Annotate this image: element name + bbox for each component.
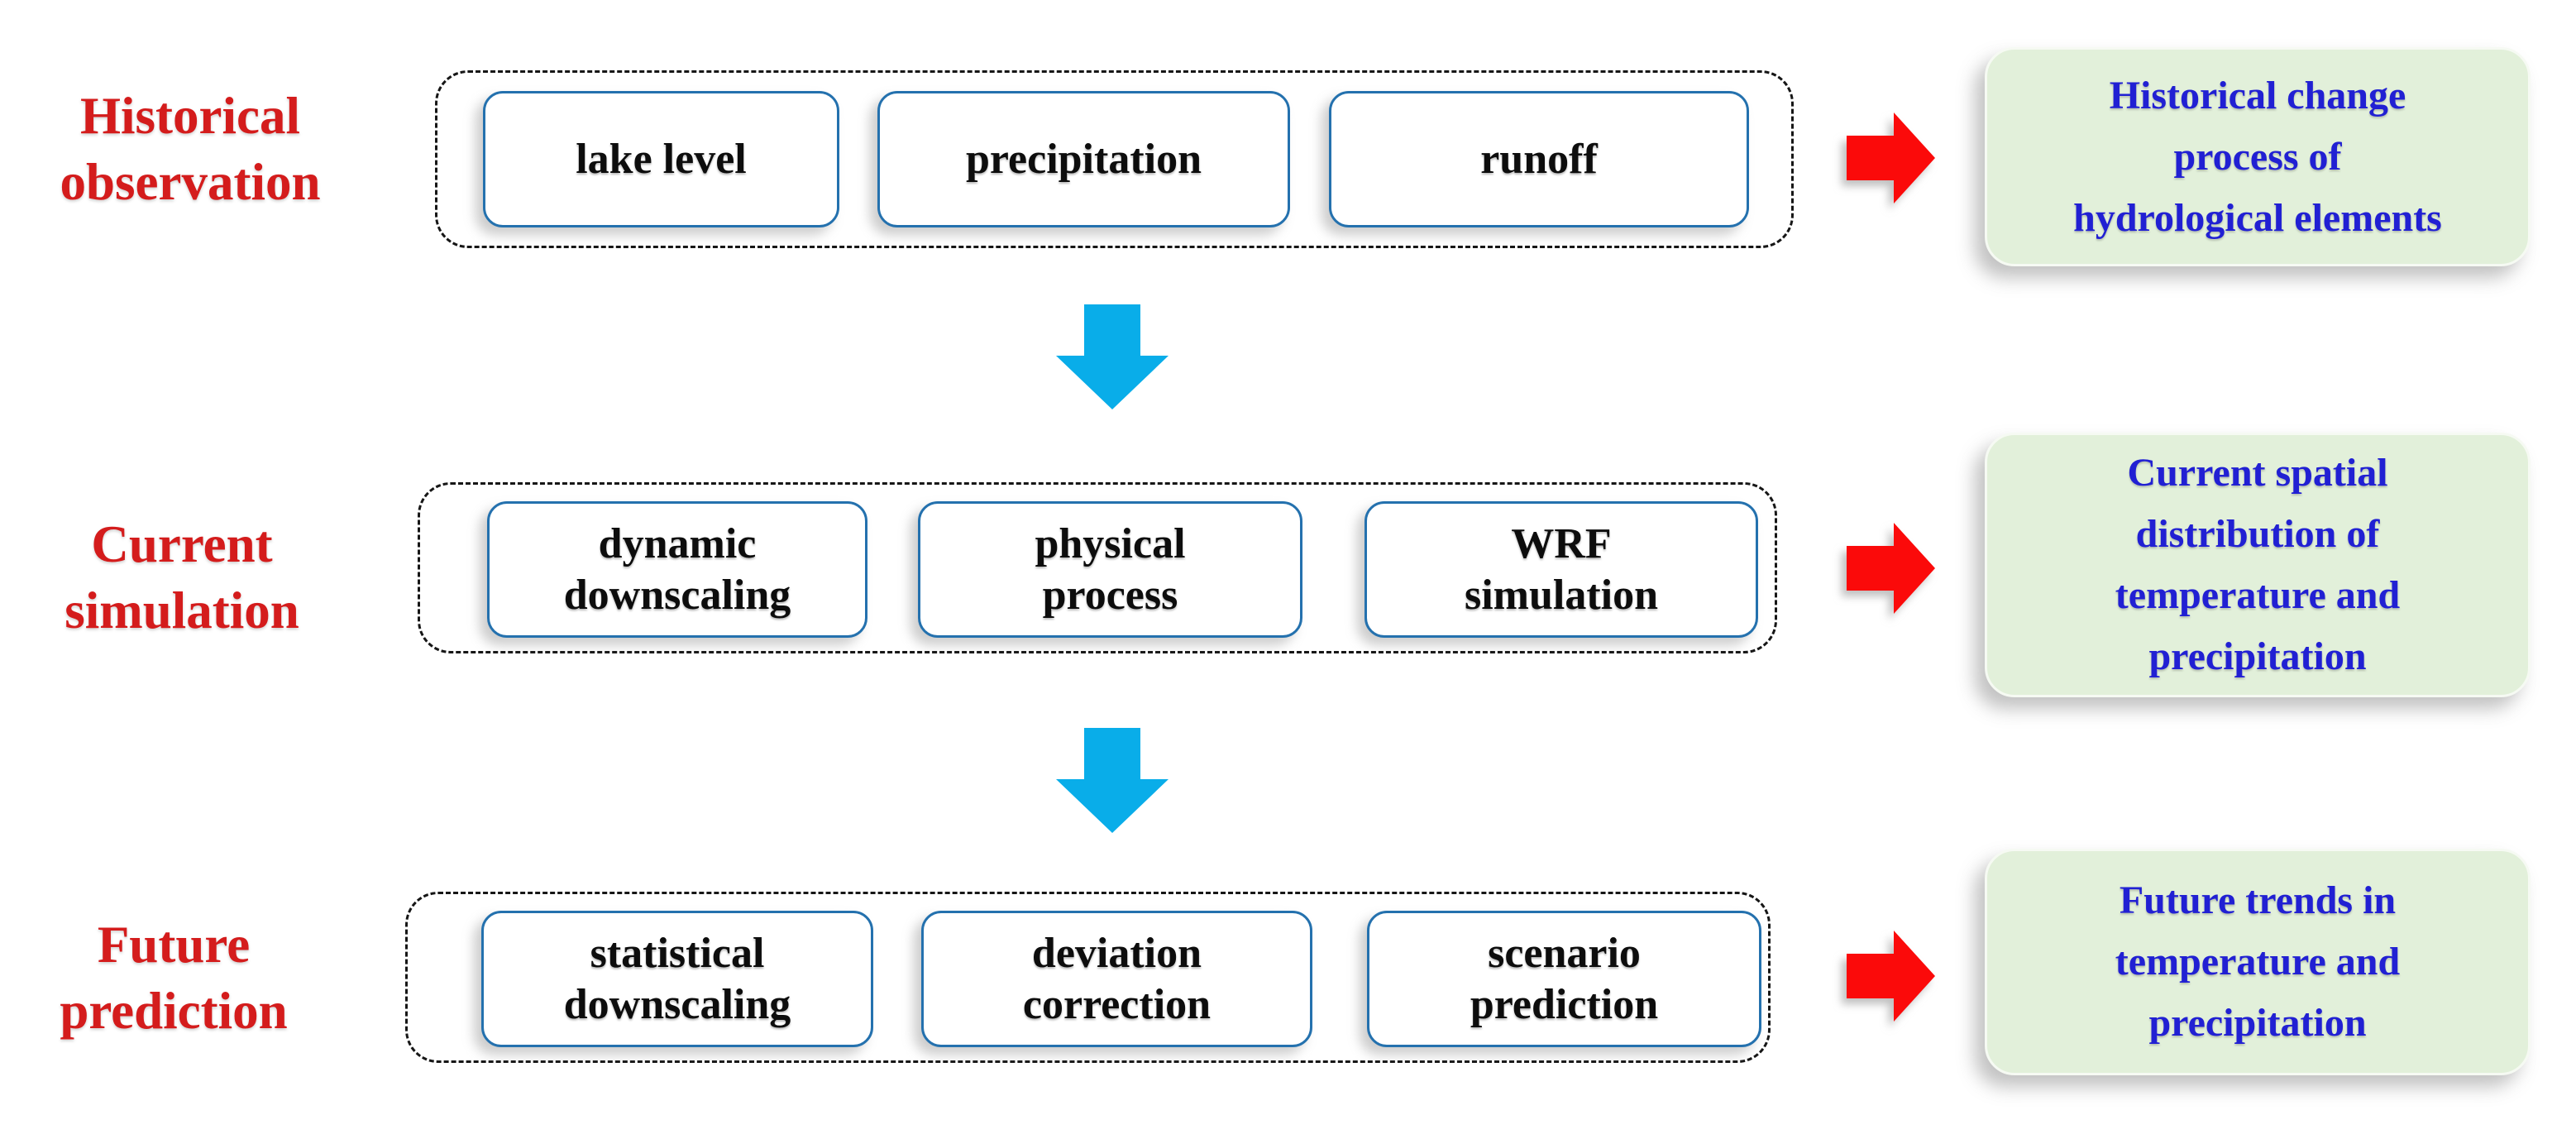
outcome-line: hydrological elements xyxy=(2073,195,2442,240)
item-label: downscaling xyxy=(563,980,791,1028)
outcome-box-historical: Historical change process of hydrological … xyxy=(1985,47,2531,266)
blue-down-arrow-icon xyxy=(1056,304,1169,409)
outcome-line: temperature and xyxy=(2115,573,2401,617)
outcome-line: distribution of xyxy=(2135,512,2380,556)
row-label-current-simulation: Current simulation xyxy=(0,511,364,644)
outcome-line: process of xyxy=(2173,134,2342,179)
item-label: WRF xyxy=(1511,519,1612,567)
item-box-precipitation: precipitation xyxy=(877,91,1290,227)
row-label-line: Historical xyxy=(80,87,300,145)
item-label: deviation xyxy=(1031,929,1202,977)
row-label-line: Future xyxy=(97,916,251,974)
item-label: dynamic xyxy=(598,519,757,567)
item-box-lake-level: lake level xyxy=(483,91,839,227)
row-label-line: prediction xyxy=(60,982,288,1040)
item-label: process xyxy=(1042,571,1178,619)
item-box-runoff: runoff xyxy=(1329,91,1749,227)
item-label: prediction xyxy=(1470,980,1659,1028)
item-label: physical xyxy=(1035,519,1186,567)
row-label-future-prediction: Future prediction xyxy=(0,912,356,1044)
item-label: correction xyxy=(1022,980,1212,1028)
outcome-box-current: Current spatial distribution of temperatur… xyxy=(1985,433,2531,697)
item-label: downscaling xyxy=(563,571,791,619)
outcome-line: Historical change xyxy=(2109,73,2406,117)
item-label: scenario xyxy=(1488,929,1641,977)
outcome-line: precipitation xyxy=(2148,1001,2367,1045)
outcome-line: temperature and xyxy=(2115,940,2401,983)
row-label-historical-observation: Historical observation xyxy=(8,83,372,215)
row-label-line: simulation xyxy=(65,581,299,639)
row-label-line: Current xyxy=(91,515,273,573)
item-label: precipitation xyxy=(965,135,1202,183)
blue-down-arrow-icon xyxy=(1056,728,1169,833)
row-label-line: observation xyxy=(60,153,321,211)
item-label: runoff xyxy=(1480,135,1598,183)
dashed-group-observation: lake level precipitation runoff xyxy=(435,70,1794,248)
red-right-arrow-icon xyxy=(1847,931,1935,1026)
outcome-box-future: Future trends in temperature and precipita… xyxy=(1985,849,2531,1075)
item-label: simulation xyxy=(1464,571,1659,619)
item-label: statistical xyxy=(590,929,765,977)
outcome-line: precipitation xyxy=(2148,634,2367,678)
outcome-line: Current spatial xyxy=(2127,451,2388,495)
red-right-arrow-icon xyxy=(1847,523,1935,618)
red-right-arrow-icon xyxy=(1847,112,1935,208)
item-label: lake level xyxy=(576,135,747,183)
outcome-line: Future trends in xyxy=(2119,878,2397,922)
